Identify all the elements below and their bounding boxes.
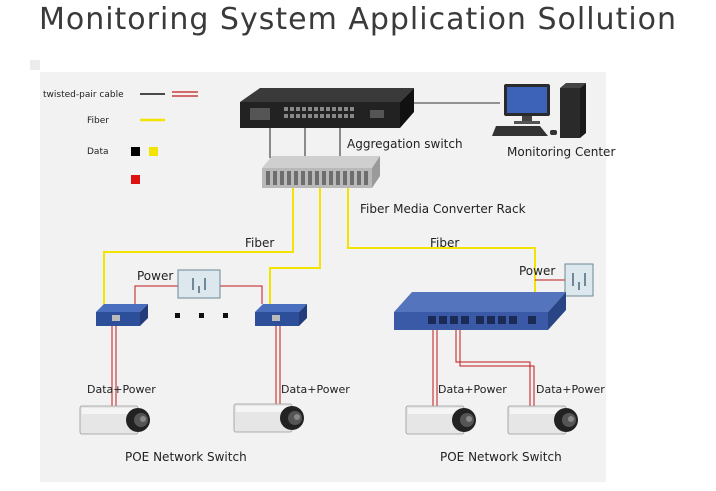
fiber-media-converter-rack-icon [262, 156, 380, 188]
fiber-rack-label: Fiber Media Converter Rack [360, 202, 526, 216]
legend-twisted-pair-label: twisted-pair cable [43, 90, 124, 100]
data-power-label-2: Data+Power [281, 383, 350, 396]
monitoring-center-computer-icon [492, 83, 586, 138]
legend-data-black-swatch [131, 147, 140, 156]
power-left-label: Power [137, 269, 173, 283]
monitoring-center-label: Monitoring Center [507, 145, 615, 159]
data-power-label-1: Data+Power [87, 383, 156, 396]
fiber-left-label: Fiber [245, 236, 274, 250]
legend-data-red-swatch [131, 175, 140, 184]
poe-right-label: POE Network Switch [440, 450, 562, 464]
camera-2-icon [233, 403, 304, 433]
legend-data-label: Data [87, 147, 109, 157]
power-right-label: Power [519, 264, 555, 278]
power-outlet-left-icon [177, 269, 221, 299]
legend-data-yellow-swatch [149, 147, 158, 156]
page-title: Monitoring System Application Sollution [38, 2, 678, 37]
dots-ellipsis [175, 313, 228, 318]
fiber-left-2 [269, 188, 321, 306]
aggregation-switch-icon [240, 88, 414, 128]
legend: twisted-pair cable Fiber Data [43, 90, 198, 184]
camera-3-icon [405, 405, 476, 435]
media-converter-right-icon [255, 304, 307, 326]
camera-1-icon [79, 405, 150, 435]
poe-left-label: POE Network Switch [125, 450, 247, 464]
fiber-left-1 [103, 188, 294, 308]
power-outlet-right-icon [564, 263, 594, 297]
fiber-right-label: Fiber [430, 236, 459, 250]
camera-4-icon [507, 405, 578, 435]
media-converter-left-icon [96, 304, 148, 326]
cables [103, 102, 565, 406]
aggregation-switch-label: Aggregation switch [347, 137, 463, 151]
legend-fiber-label: Fiber [87, 116, 109, 126]
poe-switch-icon [394, 292, 566, 330]
fiber-right [347, 188, 536, 292]
data-power-label-4: Data+Power [536, 383, 605, 396]
data-power-label-3: Data+Power [438, 383, 507, 396]
